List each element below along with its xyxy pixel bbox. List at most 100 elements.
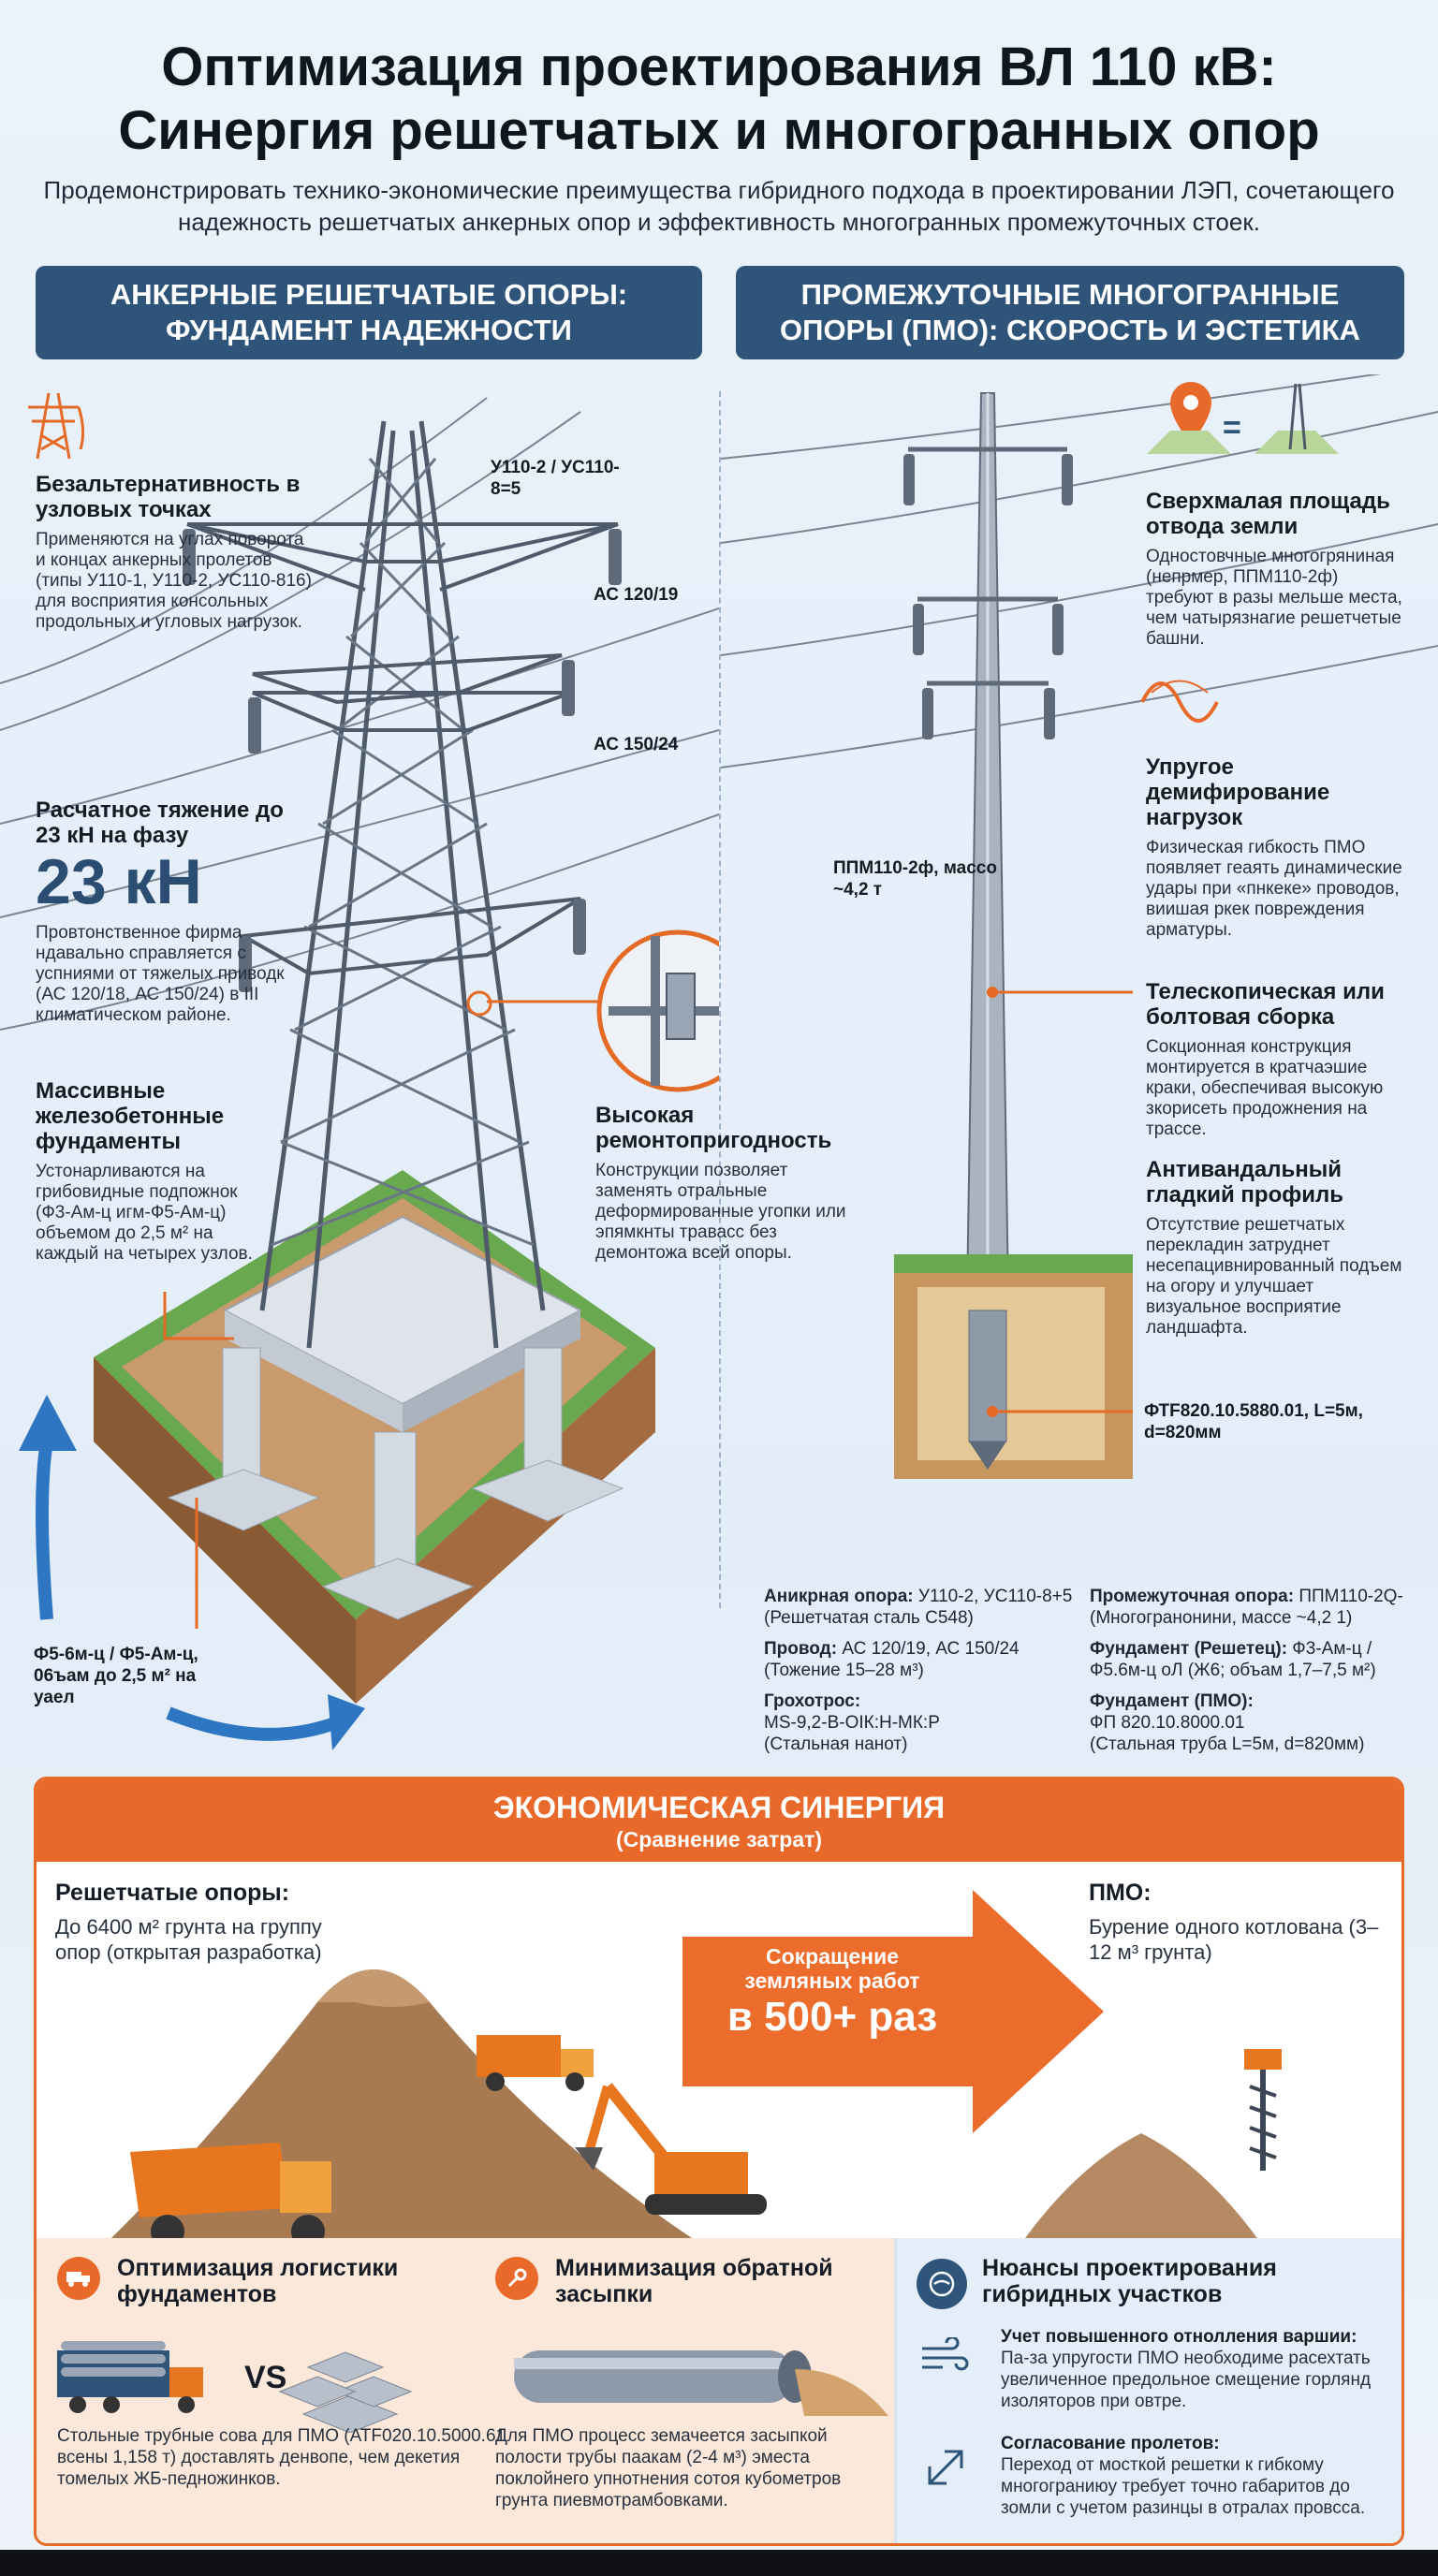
hybrid-note-spans-text: Переход от мосткой решетки к гибкому мно… [1001, 2455, 1366, 2518]
feature-land-title: Сверхмалая площадь отвода земли [1146, 489, 1390, 539]
reduction-line-2: земляных работ [744, 1969, 920, 1993]
cross-arms [186, 522, 619, 976]
feature-repair-title: Высокая ремонтопригодность [595, 1103, 832, 1153]
spec-foundation-lattice-note: Ф5.6м-ц оЛ (Ж6; объам 1,7–7,5 м²) [1090, 1661, 1376, 1680]
tower-bracing [271, 458, 535, 1247]
tower-icon [28, 392, 85, 460]
wire-label-1: АС 120/19 [594, 585, 679, 605]
spec-foundation-lattice: Фундамент (Решетец): Ф3-Ам-ц / [1090, 1639, 1372, 1659]
hybrid-note-deflection-title: Учет повышенного отнолления варшии: [1001, 2327, 1357, 2347]
hybrid-note-spans: Согласование пролетов: Переход от мостко… [1001, 2433, 1394, 2519]
pipe-backfill-illustration [514, 2350, 888, 2416]
feature-foundations-text: Устонарливаются на грибовидные подпожнок… [36, 1162, 253, 1264]
feature-foundations: Массивные железобетонные фундаменты Усто… [36, 1078, 260, 1265]
lattice-earthworks-text: До 6400 м² грунта на группу опор (открыт… [55, 1915, 322, 1964]
hybrid-note-spans-title: Согласование пролетов: [1001, 2434, 1220, 2453]
compass-icon [917, 2259, 967, 2309]
feature-tension-text: Провтонственное фирма ндавально справляе… [36, 923, 285, 1025]
truck-icon [57, 2257, 100, 2300]
auger-drill-icon [1244, 2049, 1282, 2171]
economic-synergy-subtitle: (Сравнение затрат) [615, 1827, 823, 1852]
blue-arrow-up-icon [19, 1395, 77, 1451]
feature-antivandal-text: Отсутствие решетчатых перекладин затрудн… [1146, 1215, 1402, 1338]
feature-tension: Расчатное тяжение до 23 кН на фазу 23 кН… [36, 798, 307, 1026]
concrete-foundation [167, 1215, 624, 1620]
reduction-value: в 500+ раз [726, 1994, 938, 2040]
economic-synergy-panel: Экономическая синергия (Сравнение затрат… [34, 1777, 1404, 2546]
spec-ground-wire-value: МS-9,2-В-ОIК:Н-МК:Р [764, 1713, 940, 1733]
dump-truck-icon [477, 2035, 594, 2091]
feature-land: Сверхмалая площадь отвода земли Одностов… [1146, 489, 1404, 650]
logistics-comparison-illustration [57, 2341, 413, 2433]
reduction-line-1: Сокращение [765, 1944, 900, 1969]
pmo-earthworks: ПМО: Бурение одного котлована (3–12 м³ г… [1089, 1879, 1388, 1965]
spec-foundation-pmo: Фундамент (ПМО): [1090, 1691, 1254, 1711]
feature-tension-value: 23 кН [36, 846, 202, 917]
pile-label: ФТF820.10.5880.01, L=5м, d=820мм [1144, 1401, 1363, 1442]
card-logistics-text: Стольные трубные сова для ПМО (АТF020.10… [57, 2426, 506, 2489]
feature-damping-text: Физическая гибкость ПМО появляет геаять … [1146, 838, 1402, 940]
feature-assembly-title: Телескопическая или болтовая сборка [1146, 979, 1385, 1030]
lattice-tower-illustration [0, 392, 719, 1750]
page-title: Оптимизация проектирования ВЛ 110 кВ: Си… [0, 36, 1438, 163]
spec-intermediate-note: (Многогранонини, массе ~4,2 1) [1090, 1608, 1353, 1628]
lattice-earthworks-title: Решетчатые опоры: [55, 1880, 290, 1906]
column-divider [719, 391, 721, 1608]
feature-antivandal: Антивандальный гладкий профиль Отсутстви… [1146, 1157, 1404, 1339]
feature-land-text: Одностовчные многогряниная (непрмер, ППМ… [1146, 547, 1402, 649]
cards-right-bg [894, 2238, 1401, 2543]
page-subtitle: Продемонстрировать технико-экономические… [43, 176, 1395, 236]
damping-wave-icon [1140, 681, 1219, 723]
feature-repair: Высокая ремонтопригодность Конструкции п… [595, 1103, 867, 1264]
right-banner: Промежуточные многогранные опоры (ПМО): … [736, 266, 1404, 359]
pole-arms [908, 446, 1067, 686]
pole-insulators [903, 454, 1073, 739]
economic-synergy-title: Экономическая синергия [492, 1791, 946, 1824]
card-logistics-title: Оптимизация логистики фундаментов [117, 2255, 399, 2307]
spec-foundation-pmo-value: ФП 820.10.8000.01 [1090, 1713, 1245, 1733]
land-plot-icon [1255, 431, 1339, 454]
wire-label-2: АС 150/24 [594, 735, 679, 754]
bottom-bar [0, 2550, 1438, 2576]
feature-alternative: Безальтернативность в узловых точках При… [36, 472, 316, 633]
svg-text:=: = [1223, 410, 1241, 446]
dump-truck-large-icon [130, 2143, 331, 2248]
feature-alternative-title: Безальтернативность в узловых точках [36, 472, 301, 522]
specs-left: Аникрная опора: У110-2, УС110-8+5 (Решет… [764, 1586, 1073, 1755]
feature-repair-text: Конструкции позволяет заменять отральные… [595, 1161, 846, 1263]
overhead-wires [0, 397, 719, 1031]
blue-arrow-right-icon [328, 1694, 365, 1750]
pmo-earthworks-title: ПМО: [1089, 1880, 1152, 1906]
hybrid-note-deflection-text: Па-за упругости ПМО необходиме расехтать… [1001, 2349, 1372, 2411]
spec-foundation-pmo-note: (Стальная труба L=5м, d=820мм) [1090, 1734, 1365, 1754]
title-line-2: Синергия решетчатых и многогранных опор [118, 100, 1320, 161]
hybrid-note-deflection: Учет повышенного отнолления варшии: Па-з… [1001, 2326, 1394, 2412]
economic-synergy-header: Экономическая синергия (Сравнение затрат… [37, 1779, 1401, 1862]
pole-type-label: ППМ110-2ф, массо ~4,2 т [833, 858, 997, 900]
feature-damping: Упругое демифирование нагрузок Физическа… [1146, 754, 1404, 941]
card-backfill-title: Минимизация обратной засыпки [555, 2255, 833, 2307]
feature-assembly: Телескопическая или болтовая сборка Сокц… [1146, 979, 1404, 1140]
polygonal-pole-illustration: = [721, 374, 1438, 1479]
spec-ground-wire: Грохотрос: [764, 1691, 861, 1711]
excavator-icon [575, 2083, 767, 2215]
spec-anchor: Аникрная опора: У110-2, УС110-8+5 [764, 1587, 1073, 1606]
title-line-1: Оптимизация проектирования ВЛ 110 кВ: [161, 37, 1277, 97]
feature-foundations-title: Массивные железобетонные фундаменты [36, 1078, 225, 1154]
vs-label: VS [244, 2360, 287, 2395]
reduction-callout: Сокращение земляных работ в 500+ раз [692, 1944, 973, 2042]
card-hybrid-title: Нюансы проектирования гибридных участков [982, 2255, 1277, 2307]
card-backfill-text: Для ПМО процесс земачеется засыпкой поло… [495, 2426, 842, 2510]
spec-ground-wire-note: (Стальная нанот) [764, 1734, 908, 1754]
reduction-arrow [682, 1890, 1104, 2133]
feature-assembly-text: Сокционная конструкция монтируется в кра… [1146, 1037, 1384, 1139]
left-banner: Анкерные решетчатые опоры: фундамент над… [36, 266, 702, 359]
lattice-earthworks: Решетчатые опоры: До 6400 м² грунта на г… [55, 1879, 327, 1965]
feature-antivandal-title: Антивандальный гладкий профиль [1146, 1157, 1343, 1208]
pile-tip [969, 1442, 1006, 1470]
tower-type-label: У110-2 / УС110-8=5 [491, 458, 620, 499]
spec-anchor-note: (Решетчатая сталь С548) [764, 1608, 974, 1628]
wrench-icon [495, 2257, 538, 2300]
map-pin-icon [1170, 382, 1211, 444]
diagonal-arrows-icon [928, 2450, 963, 2485]
